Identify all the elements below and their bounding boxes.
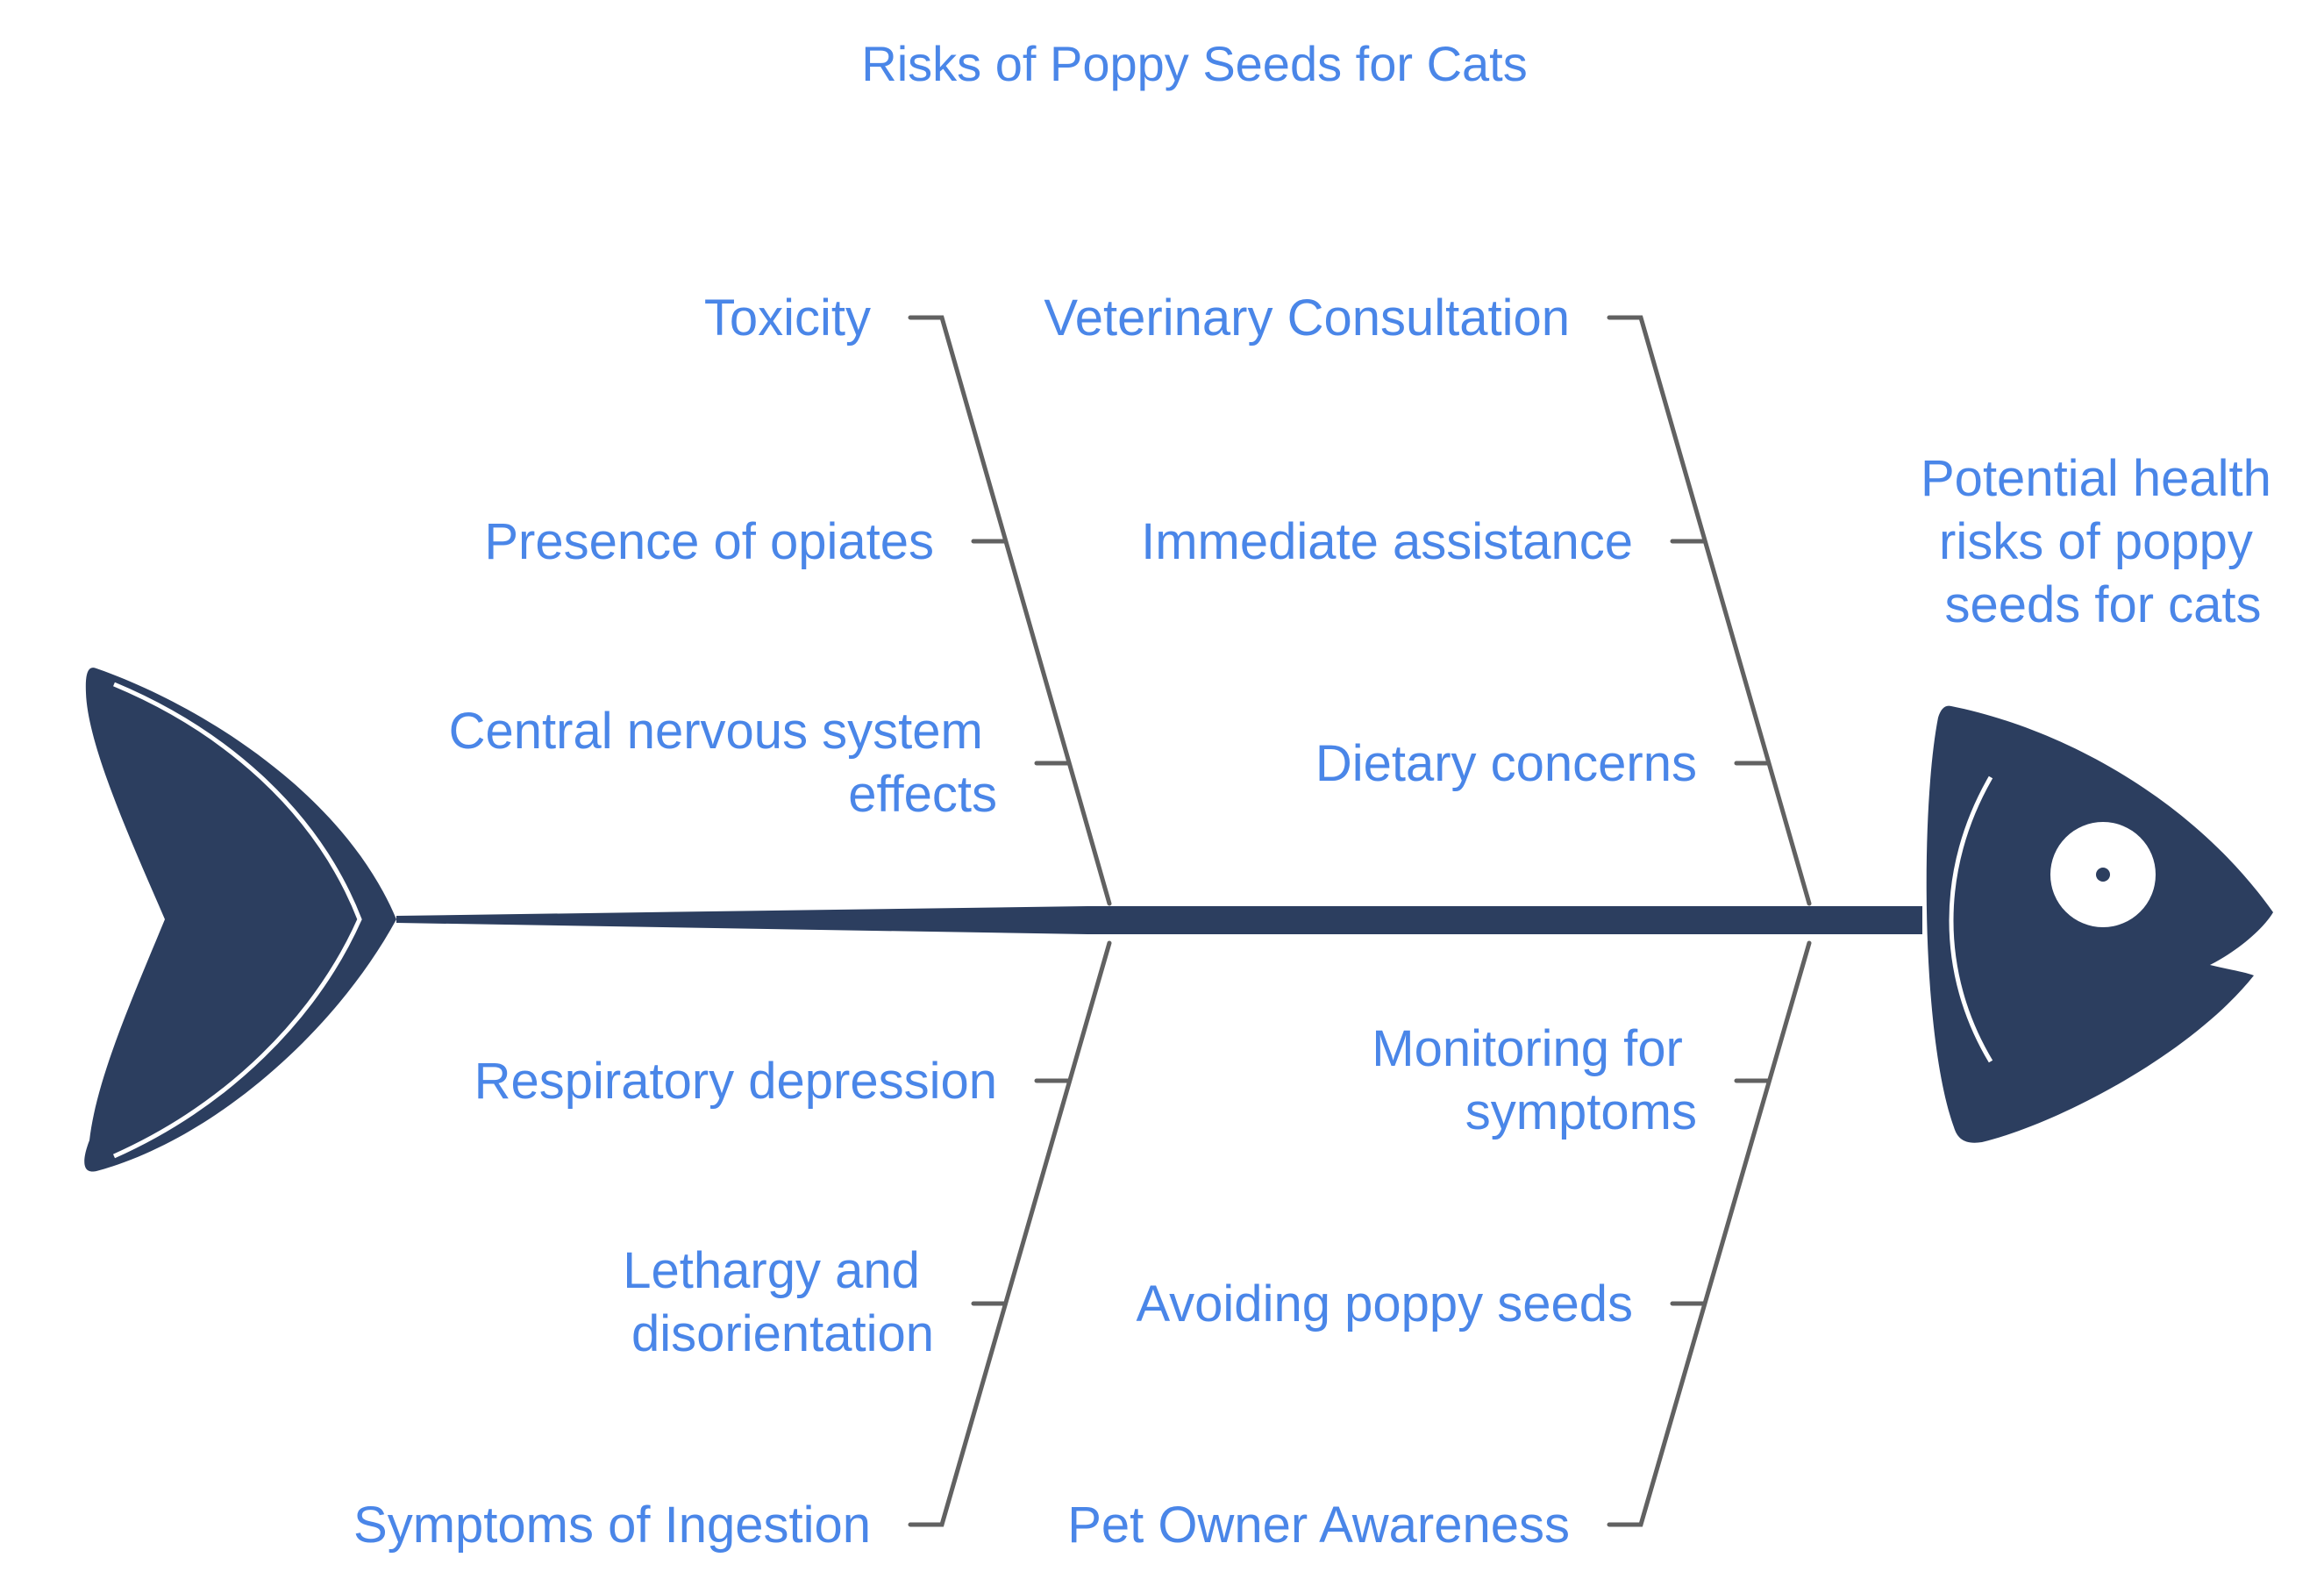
effect-label: Potential health risks of poppy seeds fo… bbox=[1921, 450, 2285, 633]
cause-label-immediate-assistance: Immediate assistance bbox=[1141, 513, 1633, 570]
cause-label-avoiding-poppy-seeds: Avoiding poppy seeds bbox=[1137, 1275, 1633, 1333]
cause-label-presence-of-opiates: Presence of opiates bbox=[484, 513, 934, 570]
diagram-title: Risks of Poppy Seeds for Cats bbox=[861, 36, 1527, 91]
bone-symptoms bbox=[908, 940, 1112, 1527]
cause-label-lethargy: Lethargy and disorientation bbox=[623, 1242, 934, 1362]
fish-pupil bbox=[2096, 868, 2110, 882]
category-label-awareness: Pet Owner Awareness bbox=[1067, 1497, 1570, 1554]
category-label-symptoms: Symptoms of Ingestion bbox=[353, 1497, 871, 1554]
cause-label-cns-effects: Central nervous system effects bbox=[449, 703, 997, 823]
bone-awareness bbox=[1607, 940, 1812, 1527]
fish-spine bbox=[396, 906, 1922, 934]
cause-label-monitoring: Monitoring for symptoms bbox=[1372, 1020, 1697, 1140]
fish-head bbox=[1926, 705, 2273, 1143]
bone-veterinary bbox=[1607, 315, 1812, 906]
category-label-veterinary: Veterinary Consultation bbox=[1044, 289, 1570, 347]
fish-tail bbox=[84, 668, 396, 1172]
category-label-toxicity: Toxicity bbox=[704, 289, 871, 347]
cause-label-respiratory-depression: Respiratory depression bbox=[474, 1053, 997, 1110]
cause-label-dietary-concerns: Dietary concerns bbox=[1315, 735, 1697, 792]
bone-toxicity bbox=[908, 315, 1112, 906]
